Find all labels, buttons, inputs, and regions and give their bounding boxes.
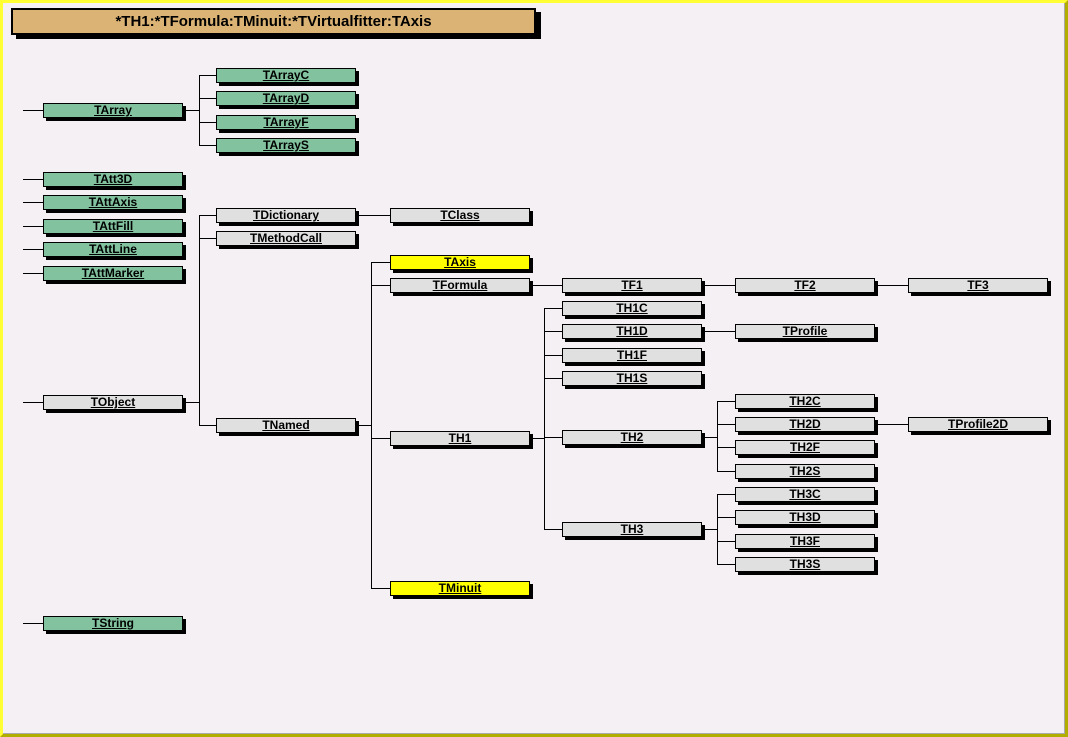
node-tarrayc[interactable]: TArrayC bbox=[216, 68, 356, 83]
node-th2[interactable]: TH2 bbox=[562, 430, 702, 445]
connector-line bbox=[530, 438, 544, 439]
connector-line bbox=[717, 471, 735, 472]
connector-line bbox=[544, 331, 562, 332]
node-th2d[interactable]: TH2D bbox=[735, 417, 875, 432]
connector-line bbox=[717, 517, 735, 518]
connector-line bbox=[23, 202, 43, 203]
connector-line bbox=[544, 529, 562, 530]
node-taxis[interactable]: TAxis bbox=[390, 255, 530, 270]
node-tprofile2d[interactable]: TProfile2D bbox=[908, 417, 1048, 432]
connector-line bbox=[371, 262, 390, 263]
connector-line bbox=[717, 447, 735, 448]
connector-line bbox=[371, 438, 390, 439]
node-th3[interactable]: TH3 bbox=[562, 522, 702, 537]
connector-line bbox=[23, 273, 43, 274]
connector-line bbox=[717, 494, 718, 564]
connector-line bbox=[702, 529, 717, 530]
connector-line bbox=[530, 285, 562, 286]
connector-line bbox=[702, 285, 735, 286]
connector-line bbox=[544, 437, 562, 438]
node-tf2[interactable]: TF2 bbox=[735, 278, 875, 293]
connector-line bbox=[544, 308, 562, 309]
node-tatt3d[interactable]: TAtt3D bbox=[43, 172, 183, 187]
node-tattline[interactable]: TAttLine bbox=[43, 242, 183, 257]
node-th3c[interactable]: TH3C bbox=[735, 487, 875, 502]
node-th3d[interactable]: TH3D bbox=[735, 510, 875, 525]
node-th2s[interactable]: TH2S bbox=[735, 464, 875, 479]
connector-line bbox=[183, 110, 199, 111]
connector-line bbox=[717, 401, 718, 471]
connector-line bbox=[544, 355, 562, 356]
connector-line bbox=[371, 285, 390, 286]
node-tattmarker[interactable]: TAttMarker bbox=[43, 266, 183, 281]
node-th1c[interactable]: TH1C bbox=[562, 301, 702, 316]
node-th3s[interactable]: TH3S bbox=[735, 557, 875, 572]
connector-line bbox=[183, 402, 199, 403]
connector-line bbox=[371, 588, 390, 589]
connector-line bbox=[544, 378, 562, 379]
node-tprofile[interactable]: TProfile bbox=[735, 324, 875, 339]
connector-line bbox=[717, 494, 735, 495]
node-tarrayd[interactable]: TArrayD bbox=[216, 91, 356, 106]
node-tf1[interactable]: TF1 bbox=[562, 278, 702, 293]
connector-line bbox=[199, 215, 216, 216]
diagram-title: *TH1:*TFormula:TMinuit:*TVirtualfitter:T… bbox=[11, 8, 536, 35]
connector-line bbox=[199, 122, 216, 123]
connector-line bbox=[23, 110, 43, 111]
connector-line bbox=[199, 98, 216, 99]
node-tdictionary[interactable]: TDictionary bbox=[216, 208, 356, 223]
node-tarray[interactable]: TArray bbox=[43, 103, 183, 118]
node-th2c[interactable]: TH2C bbox=[735, 394, 875, 409]
node-tclass[interactable]: TClass bbox=[390, 208, 530, 223]
connector-line bbox=[23, 249, 43, 250]
connector-line bbox=[356, 215, 390, 216]
connector-line bbox=[875, 424, 908, 425]
node-tminuit[interactable]: TMinuit bbox=[390, 581, 530, 596]
connector-line bbox=[544, 308, 545, 529]
connector-line bbox=[717, 424, 735, 425]
node-th2f[interactable]: TH2F bbox=[735, 440, 875, 455]
node-tmethodcall[interactable]: TMethodCall bbox=[216, 231, 356, 246]
connector-line bbox=[702, 437, 717, 438]
connector-line bbox=[199, 215, 200, 425]
connector-line bbox=[199, 145, 216, 146]
connector-line bbox=[199, 238, 216, 239]
node-th3f[interactable]: TH3F bbox=[735, 534, 875, 549]
connector-line bbox=[717, 401, 735, 402]
connector-line bbox=[371, 262, 372, 588]
connector-line bbox=[717, 564, 735, 565]
connector-line bbox=[875, 285, 908, 286]
node-tnamed[interactable]: TNamed bbox=[216, 418, 356, 433]
node-th1d[interactable]: TH1D bbox=[562, 324, 702, 339]
connector-line bbox=[23, 402, 43, 403]
node-tobject[interactable]: TObject bbox=[43, 395, 183, 410]
connector-line bbox=[23, 226, 43, 227]
node-tattfill[interactable]: TAttFill bbox=[43, 219, 183, 234]
node-th1[interactable]: TH1 bbox=[390, 431, 530, 446]
connector-line bbox=[199, 75, 200, 145]
connector-line bbox=[23, 179, 43, 180]
connector-line bbox=[199, 425, 216, 426]
connector-line bbox=[717, 541, 735, 542]
node-tarrayf[interactable]: TArrayF bbox=[216, 115, 356, 130]
connector-line bbox=[356, 425, 371, 426]
node-tstring[interactable]: TString bbox=[43, 616, 183, 631]
node-tformula[interactable]: TFormula bbox=[390, 278, 530, 293]
node-tarrays[interactable]: TArrayS bbox=[216, 138, 356, 153]
node-th1s[interactable]: TH1S bbox=[562, 371, 702, 386]
node-tf3[interactable]: TF3 bbox=[908, 278, 1048, 293]
connector-line bbox=[199, 75, 216, 76]
node-tattaxis[interactable]: TAttAxis bbox=[43, 195, 183, 210]
node-th1f[interactable]: TH1F bbox=[562, 348, 702, 363]
connector-line bbox=[23, 623, 43, 624]
connector-line bbox=[702, 331, 735, 332]
